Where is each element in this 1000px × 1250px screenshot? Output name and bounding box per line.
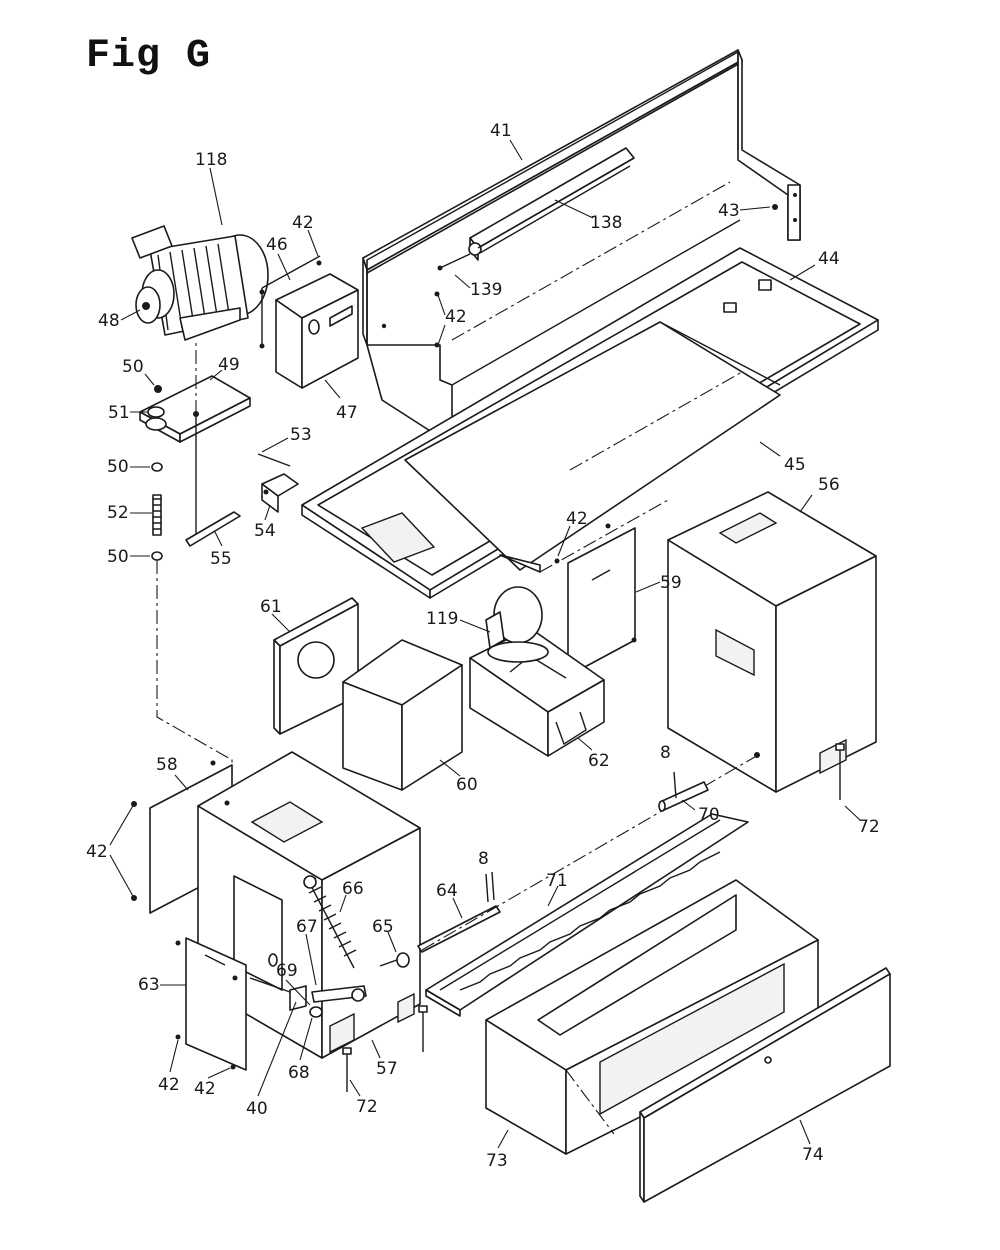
label-42: 42: [445, 307, 467, 327]
label-50: 50: [107, 547, 129, 567]
label-53: 53: [290, 425, 312, 445]
label-46: 46: [266, 235, 288, 255]
part-56-right-cabinet: [667, 491, 877, 793]
label-66: 66: [342, 879, 364, 899]
label-40: 40: [246, 1099, 268, 1119]
part-45-basin: [404, 321, 781, 573]
part-74-front-panel: [639, 967, 891, 1203]
label-69: 69: [276, 961, 298, 981]
part-61-door: [273, 597, 359, 735]
part-138-light-bar: [468, 147, 635, 261]
part-number-labels: 41 118 42 46 138 43 44 139 42 48 47 50 4…: [86, 121, 880, 1171]
part-119-coolant-pump: [485, 586, 549, 663]
label-47: 47: [336, 403, 358, 423]
label-42: 42: [158, 1075, 180, 1095]
label-138: 138: [590, 213, 622, 233]
label-72: 72: [858, 817, 880, 837]
part-60-box: [342, 639, 463, 791]
label-118: 118: [195, 150, 227, 170]
part-139-screw: [437, 253, 471, 271]
part-41-backsplash: [362, 49, 801, 446]
label-8: 8: [478, 849, 489, 869]
part-72-bolts: [342, 743, 845, 1092]
label-55: 55: [210, 549, 232, 569]
label-41: 41: [490, 121, 512, 141]
label-58: 58: [156, 755, 178, 775]
label-45: 45: [784, 455, 806, 475]
assembly-center-lines: [195, 181, 743, 1135]
part-59-side-panel: [554, 523, 637, 677]
label-67: 67: [296, 917, 318, 937]
label-70: 70: [698, 805, 720, 825]
label-51: 51: [108, 403, 130, 423]
part-67-lever: [249, 977, 367, 1018]
label-54: 54: [254, 521, 276, 541]
label-50: 50: [122, 357, 144, 377]
label-71: 71: [546, 871, 568, 891]
part-66-spring: [303, 875, 357, 969]
label-48: 48: [98, 311, 120, 331]
label-63: 63: [138, 975, 160, 995]
part-63-panel: [175, 937, 247, 1071]
figure-title: Fig G: [86, 34, 212, 79]
part-52-threaded-rod: [151, 462, 233, 775]
label-139: 139: [470, 280, 502, 300]
part-49-motor-plate: [139, 375, 251, 540]
label-61: 61: [260, 597, 282, 617]
label-56: 56: [818, 475, 840, 495]
label-74: 74: [802, 1145, 824, 1165]
label-43: 43: [718, 201, 740, 221]
part-71-chip-screen: [425, 813, 749, 1017]
label-73: 73: [486, 1151, 508, 1171]
part-47-switch-box: [259, 255, 359, 389]
label-72: 72: [356, 1097, 378, 1117]
label-49: 49: [218, 355, 240, 375]
label-42: 42: [86, 842, 108, 862]
part-70-rod: [485, 771, 709, 903]
label-44: 44: [818, 249, 840, 269]
label-57: 57: [376, 1059, 398, 1079]
label-42: 42: [292, 213, 314, 233]
label-68: 68: [288, 1063, 310, 1083]
label-50: 50: [107, 457, 129, 477]
leader-lines: [109, 139, 861, 1149]
label-52: 52: [107, 503, 129, 523]
label-42: 42: [566, 509, 588, 529]
label-119: 119: [426, 609, 458, 629]
label-60: 60: [456, 775, 478, 795]
label-64: 64: [436, 881, 458, 901]
part-118-motor: [131, 225, 269, 341]
label-42: 42: [194, 1079, 216, 1099]
part-73-base-box: [485, 879, 819, 1155]
label-62: 62: [588, 751, 610, 771]
label-8: 8: [660, 743, 671, 763]
label-59: 59: [660, 573, 682, 593]
part-54-hinge-bracket: [185, 453, 299, 547]
label-65: 65: [372, 917, 394, 937]
